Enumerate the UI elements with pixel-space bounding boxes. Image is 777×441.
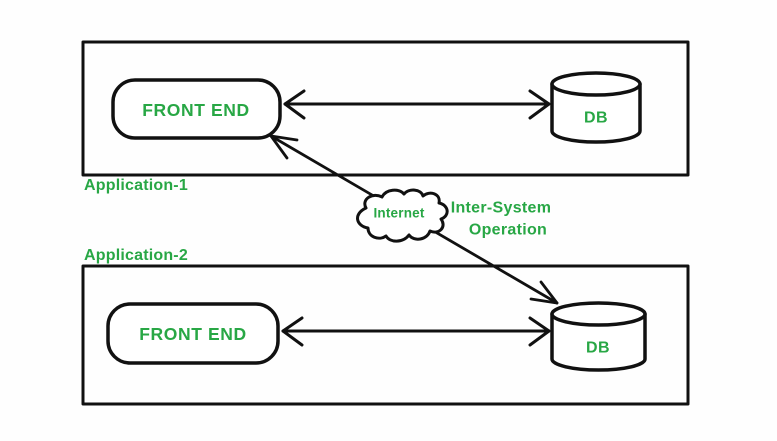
arrow-head-right-icon	[528, 316, 551, 347]
inter-system-annotation: Inter-System Operation	[451, 200, 552, 239]
application-1-frontend-db-arrow	[283, 89, 551, 120]
application-1-frontend-label: FRONT END	[142, 100, 249, 120]
annotation-line2: Operation	[469, 222, 547, 239]
internet-label: Internet	[373, 206, 424, 221]
application-1-boundary	[81, 40, 690, 177]
application-2-group: Application-2 FRONT END DB	[81, 247, 690, 406]
arrow-head-lower-icon	[529, 280, 559, 305]
application-1-frontend-box	[111, 78, 282, 140]
application-1-db-cylinder: DB	[550, 71, 642, 144]
application-2-caption: Application-2	[84, 247, 188, 264]
arrow-head-right-icon	[528, 89, 551, 120]
application-1-db-label: DB	[584, 110, 608, 127]
application-1-caption: Application-1	[84, 177, 188, 194]
annotation-line1: Inter-System	[451, 200, 552, 217]
application-2-db-cylinder: DB	[550, 301, 647, 372]
arrow-head-left-icon	[283, 89, 306, 120]
application-1-group: FRONT END DB Application-1	[81, 40, 690, 194]
cloud-shape-icon	[356, 188, 449, 243]
arrow-head-upper-icon	[269, 134, 299, 160]
application-2-boundary	[81, 264, 690, 406]
application-2-frontend-box	[106, 302, 280, 365]
application-2-db-label: DB	[586, 340, 610, 357]
application-2-frontend-db-arrow	[281, 316, 551, 347]
internet-cloud: Internet	[356, 188, 449, 243]
application-2-frontend-label: FRONT END	[139, 324, 246, 344]
arrow-head-left-icon	[281, 316, 304, 347]
